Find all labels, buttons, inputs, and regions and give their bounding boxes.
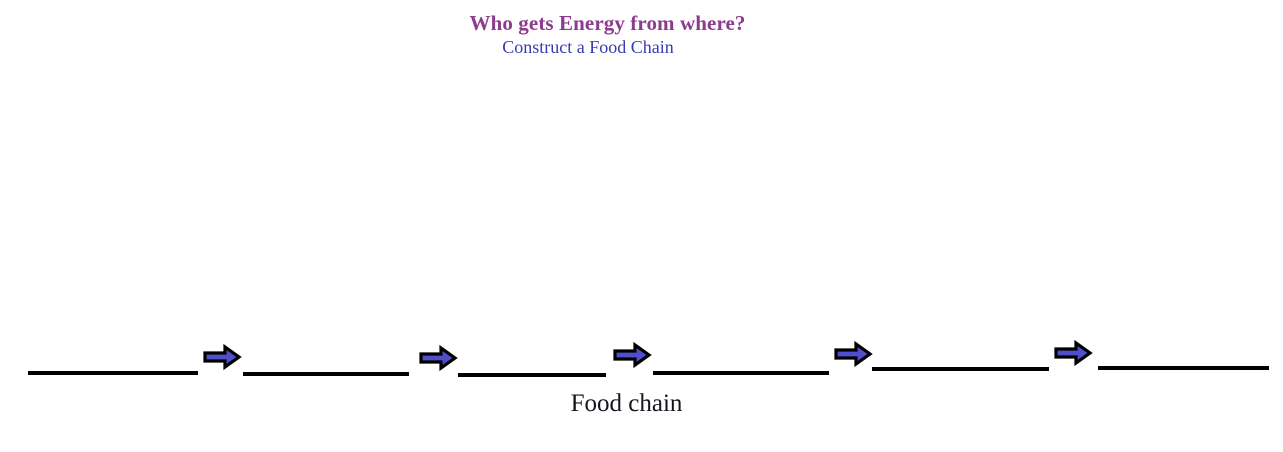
arrow-right-glyph [1054, 339, 1093, 367]
arrow-right-glyph [834, 340, 873, 368]
arrow-right-icon-1 [203, 343, 242, 371]
food-chain-caption: Food chain [570, 390, 683, 417]
food-chain-blank-4[interactable] [653, 371, 829, 375]
arrow-right-icon-5 [1054, 339, 1093, 367]
page-subtitle: Construct a Food Chain [502, 37, 674, 57]
arrow-right-icon-4 [834, 340, 873, 368]
page-title: Who gets Energy from where? [469, 11, 746, 35]
food-chain-blank-5[interactable] [872, 367, 1049, 371]
food-chain-blank-6[interactable] [1098, 366, 1269, 370]
arrow-right-glyph [203, 343, 242, 371]
arrow-right-icon-3 [613, 341, 652, 369]
arrow-right-glyph [613, 341, 652, 369]
arrow-right-glyph [419, 344, 458, 372]
food-chain-blank-2[interactable] [243, 372, 409, 376]
food-chain-row [0, 330, 1283, 390]
food-chain-blank-3[interactable] [458, 373, 606, 377]
arrow-right-icon-2 [419, 344, 458, 372]
food-chain-blank-1[interactable] [28, 371, 198, 375]
